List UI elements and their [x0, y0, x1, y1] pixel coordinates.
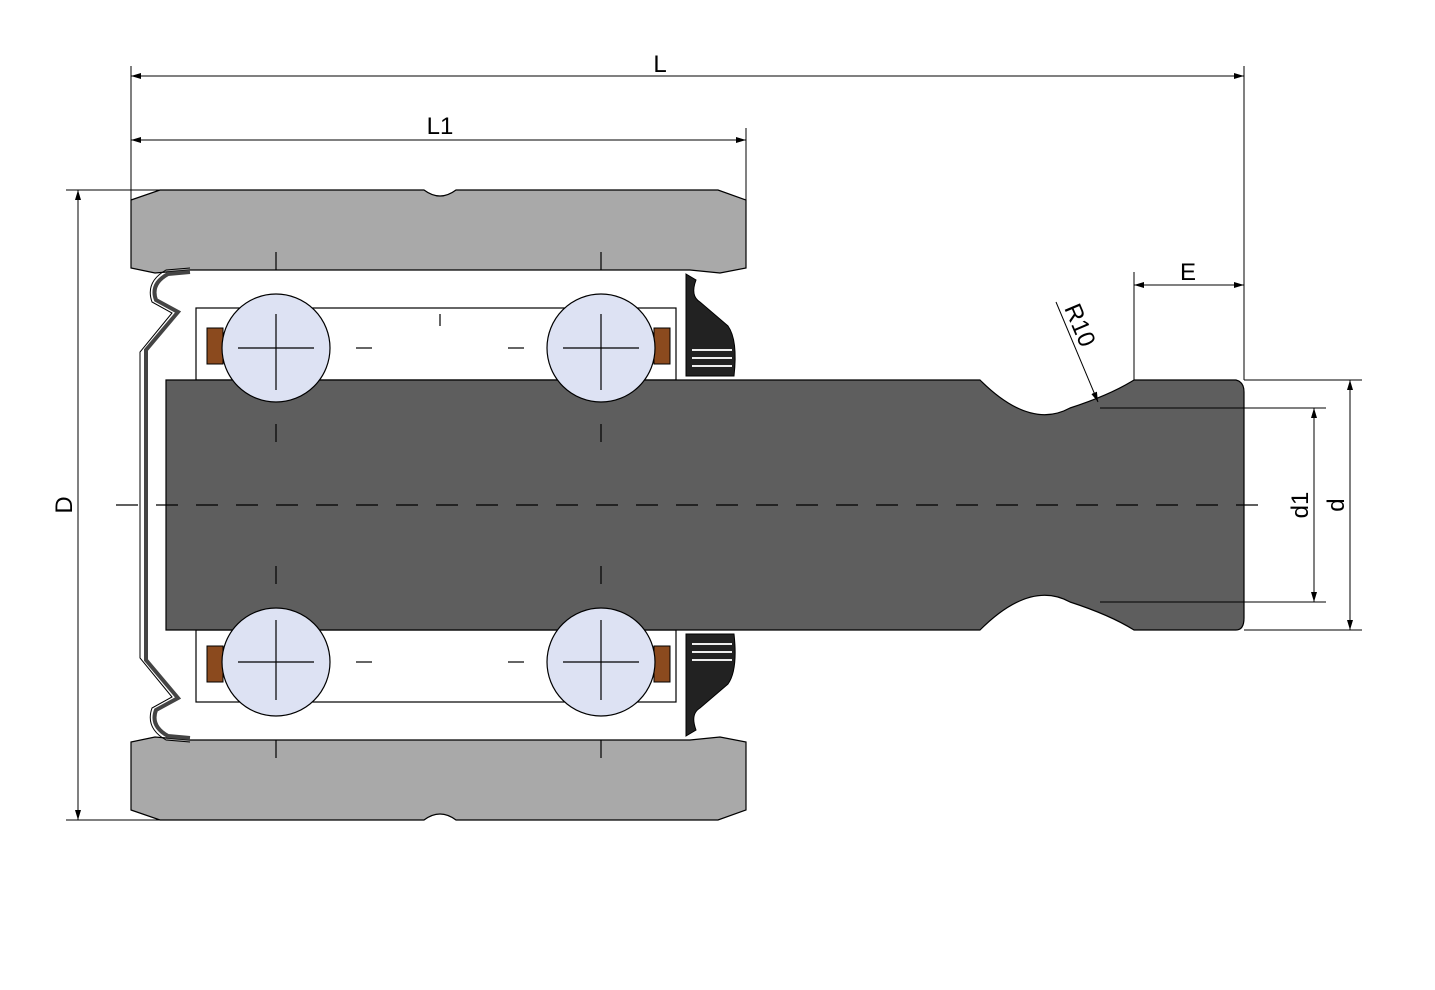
- outer-ring-top: [130, 189, 747, 274]
- left-end-shield-inner: [139, 267, 191, 743]
- ball-bottom-left: [221, 607, 331, 717]
- label-d: d: [1323, 498, 1350, 511]
- stud-shaft: [165, 379, 1245, 631]
- label-L: L: [653, 51, 666, 78]
- cage-spacer: [653, 645, 671, 683]
- label-E: E: [1180, 259, 1196, 286]
- cage-spacer: [653, 327, 671, 365]
- seal-lips-top: [692, 349, 732, 367]
- cage-spacer: [206, 645, 224, 683]
- center-marks: [275, 252, 602, 758]
- leader-R10: [1055, 301, 1099, 403]
- seal-lips-bottom: [692, 643, 732, 661]
- label-D: D: [51, 496, 78, 513]
- label-L1: L1: [427, 113, 454, 140]
- right-seal-top: [685, 273, 736, 377]
- left-end-shield: [144, 270, 191, 740]
- right-seal-bottom: [685, 633, 736, 737]
- label-R10: R10: [1058, 300, 1100, 351]
- ball-top-left: [221, 293, 331, 403]
- ball-bottom-right: [546, 607, 656, 717]
- cage-spacer: [206, 327, 224, 365]
- outer-ring-bottom: [130, 736, 747, 821]
- label-d1: d1: [1287, 492, 1314, 519]
- ball-top-right: [546, 293, 656, 403]
